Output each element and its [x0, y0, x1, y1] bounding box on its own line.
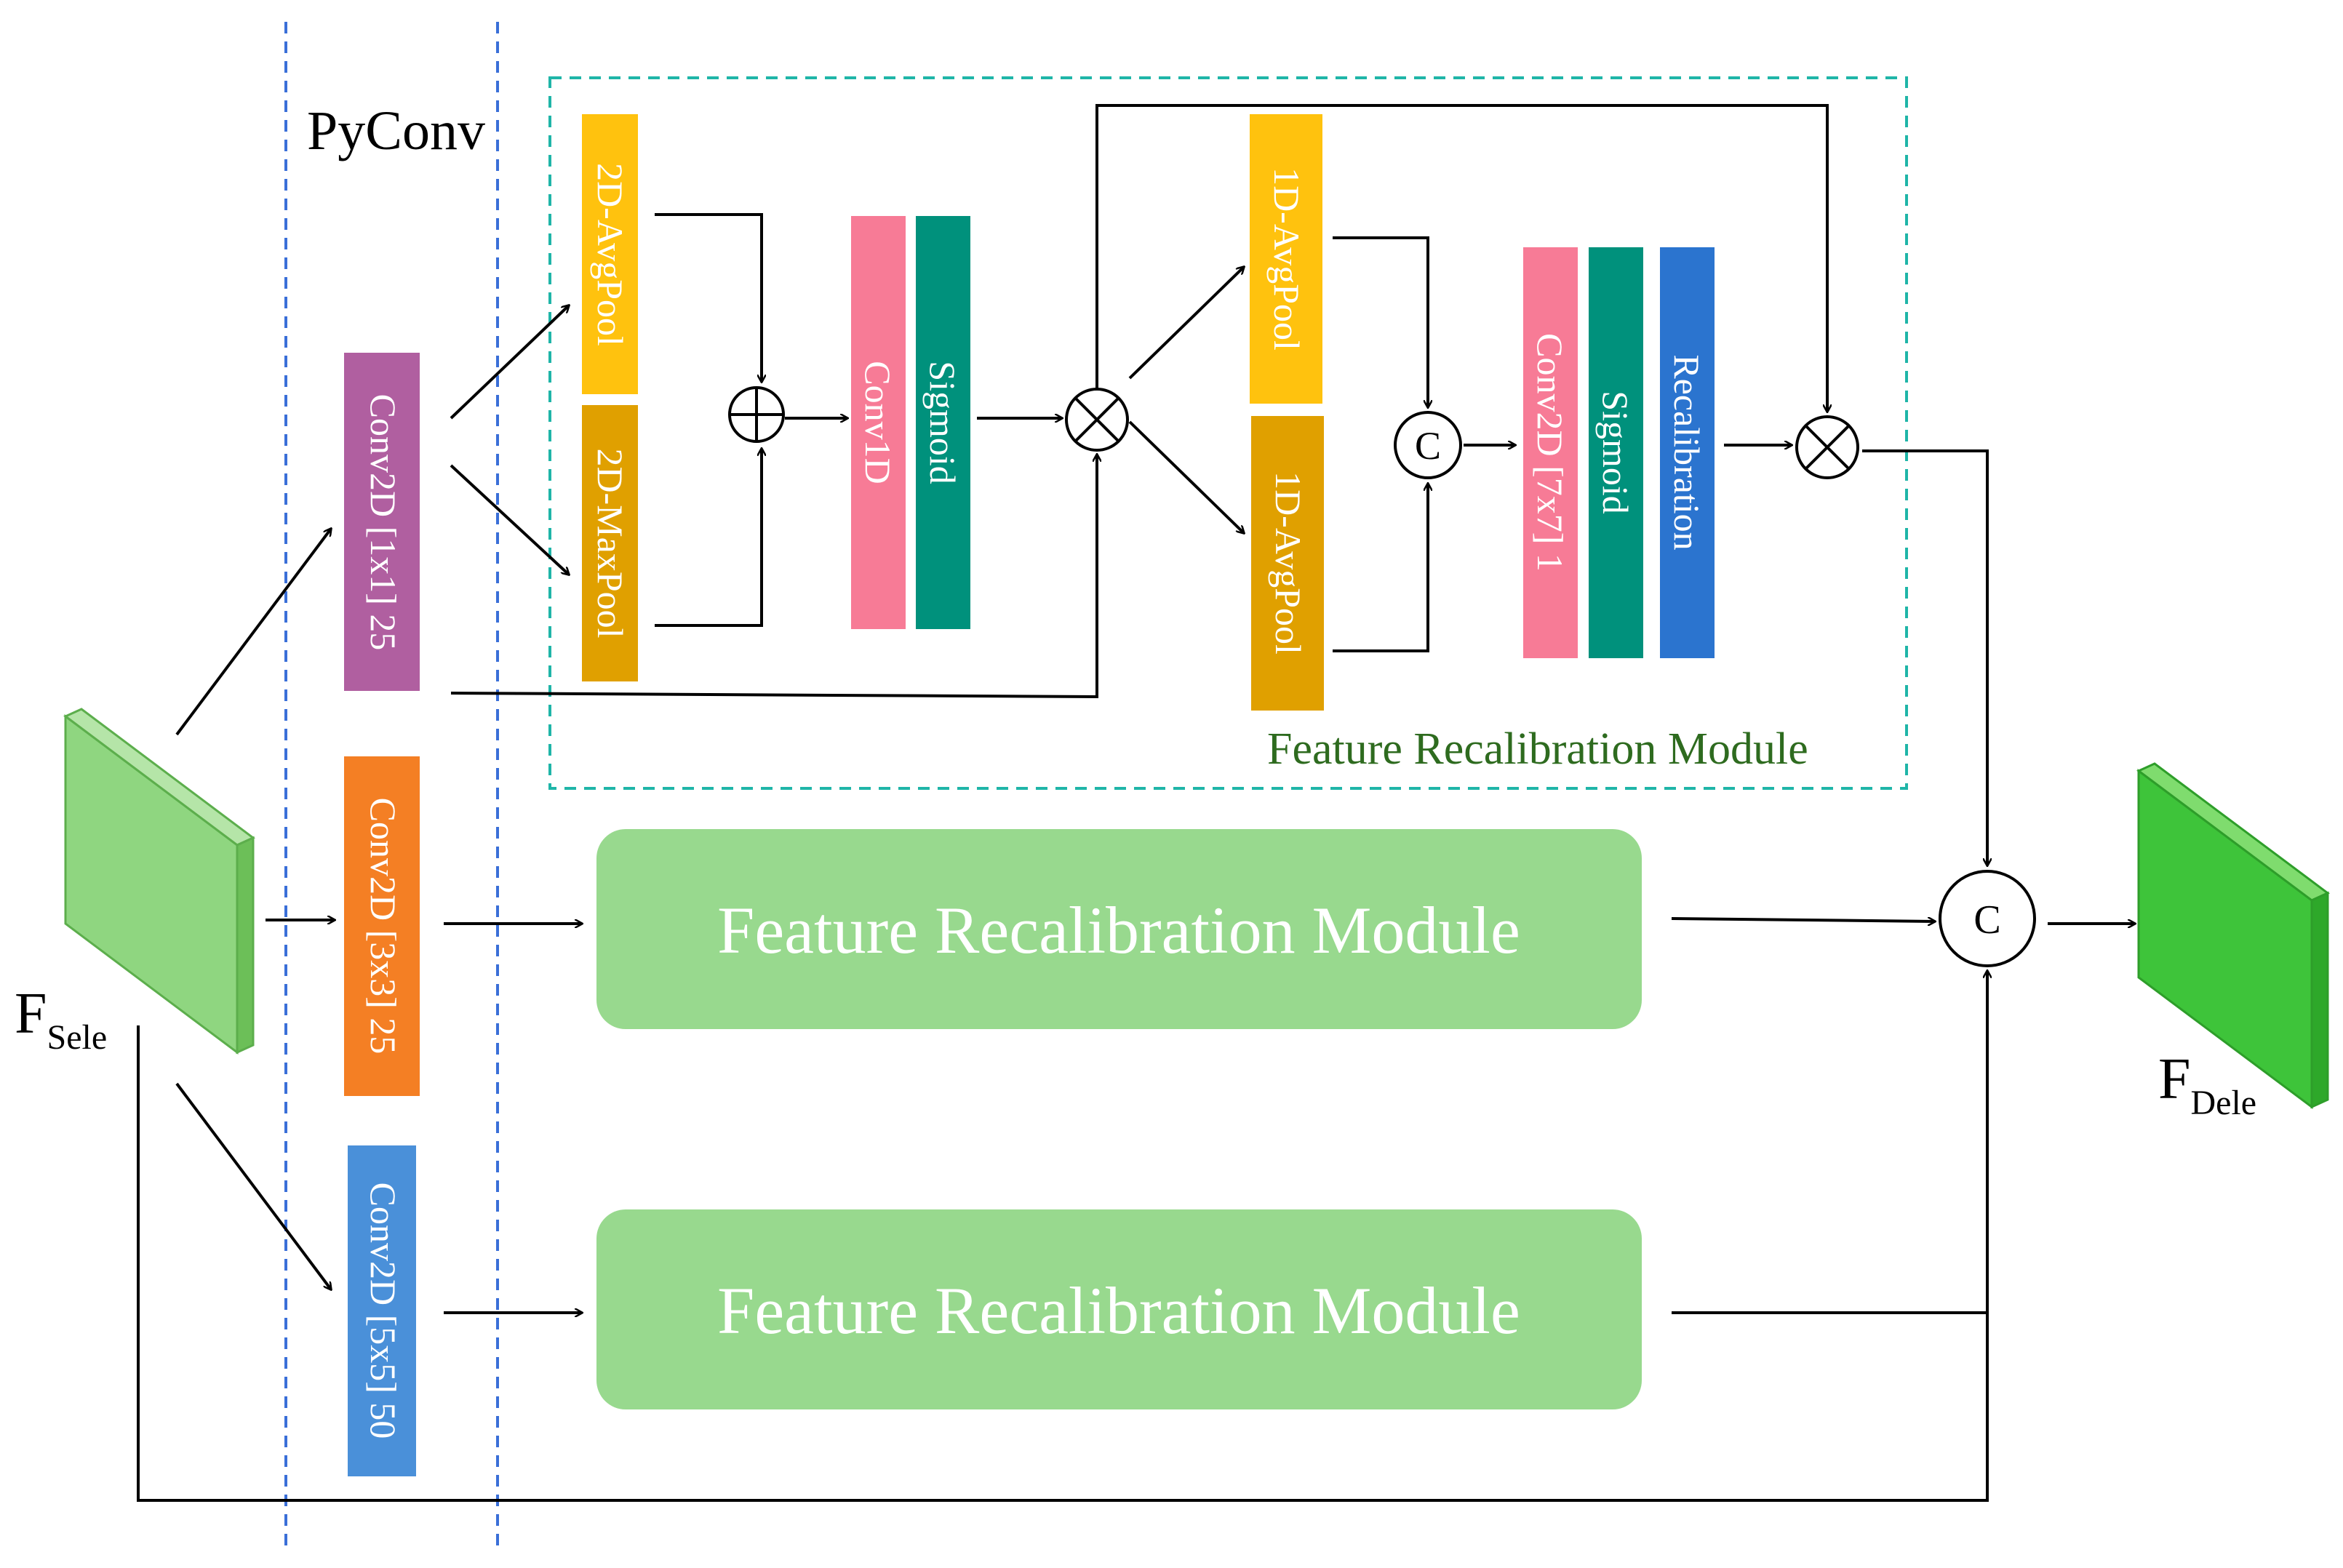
- final-concat-op: C: [1939, 870, 2036, 967]
- pool-1d-avg-bottom: 1D-AvgPool: [1251, 416, 1324, 711]
- conv2d-7x7-label: Conv2D [7x7] 1: [1530, 333, 1570, 572]
- recal-block-5x5: Feature Recalibration Module: [596, 1209, 1642, 1409]
- pool-2d-avg: 2D-AvgPool: [582, 114, 638, 394]
- branch-conv-1x1-label: Conv2D [1x1] 25: [363, 394, 404, 651]
- branch-conv-1x1: Conv2D [1x1] 25: [344, 353, 420, 691]
- sigmoid-block-b: Sigmoid: [1589, 247, 1643, 658]
- branch-conv-5x5-label: Conv2D [5x5] 50: [363, 1183, 404, 1439]
- multiply-op-1: [1065, 388, 1129, 452]
- conv1d-block: Conv1D: [851, 216, 906, 629]
- recal-block-3x3: Feature Recalibration Module: [596, 829, 1642, 1029]
- sigmoid-b-label: Sigmoid: [1595, 391, 1636, 513]
- pool-2d-max: 2D-MaxPool: [582, 405, 638, 681]
- branch-conv-1x1-bar: [344, 353, 420, 691]
- concat-op-label: C: [1415, 424, 1441, 468]
- pool-1d-avg-top: 1D-AvgPool: [1250, 114, 1322, 404]
- conv2d-7x7-block: Conv2D [7x7] 1: [1523, 247, 1578, 658]
- pool-1d-avg-bottom-label: 1D-AvgPool: [1268, 471, 1309, 655]
- input-feature-block: [63, 708, 255, 1055]
- branch-conv-3x3: Conv2D [3x3] 25: [344, 756, 420, 1096]
- branch-conv-3x3-label: Conv2D [3x3] 25: [363, 798, 404, 1055]
- multiply-op-2: [1795, 415, 1859, 479]
- final-concat-op-label: C: [1973, 897, 2000, 943]
- pool-1d-avg-top-label: 1D-AvgPool: [1266, 167, 1307, 351]
- recal-block-3x3-label: Feature Recalibration Module: [717, 893, 1520, 967]
- conv1d-label: Conv1D: [858, 361, 898, 484]
- module-caption: Feature Recalibration Module: [1267, 724, 1808, 774]
- add-op: [728, 386, 785, 443]
- pyconv-label: PyConv: [307, 100, 485, 161]
- input-label: FSele: [15, 982, 107, 1057]
- branch-conv-3x3-bar: [344, 756, 420, 1096]
- branch-conv-5x5-bar: [348, 1145, 416, 1476]
- sigmoid-block-a: Sigmoid: [916, 216, 970, 629]
- branch-conv-5x5: Conv2D [5x5] 50: [348, 1145, 416, 1476]
- recalibration-block: Recalibration: [1660, 247, 1715, 658]
- sigmoid-a-label: Sigmoid: [922, 361, 963, 484]
- module-frame: [548, 76, 1908, 790]
- concat-op: C: [1394, 411, 1462, 479]
- pool-2d-max-label: 2D-MaxPool: [590, 448, 631, 638]
- recal-block-5x5-label: Feature Recalibration Module: [717, 1273, 1520, 1348]
- output-feature-block: [2136, 762, 2330, 1109]
- output-label: FDele: [2158, 1047, 2256, 1122]
- pool-2d-avg-label: 2D-AvgPool: [590, 163, 631, 346]
- connectors: [137, 104, 2135, 1502]
- recalibration-label: Recalibration: [1667, 354, 1707, 550]
